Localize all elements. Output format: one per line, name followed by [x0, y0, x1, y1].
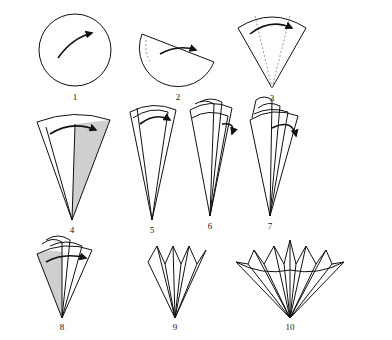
step-number: 4 [70, 226, 75, 235]
step-number: 2 [176, 93, 181, 102]
step-number: 8 [60, 323, 65, 332]
step-number: 9 [173, 323, 178, 332]
step-number: 1 [73, 93, 78, 102]
step-number: 6 [208, 222, 213, 231]
step-number: 10 [286, 323, 295, 332]
step-number: 7 [268, 222, 273, 231]
step-number: 5 [150, 226, 155, 235]
step-number: 3 [270, 94, 275, 103]
